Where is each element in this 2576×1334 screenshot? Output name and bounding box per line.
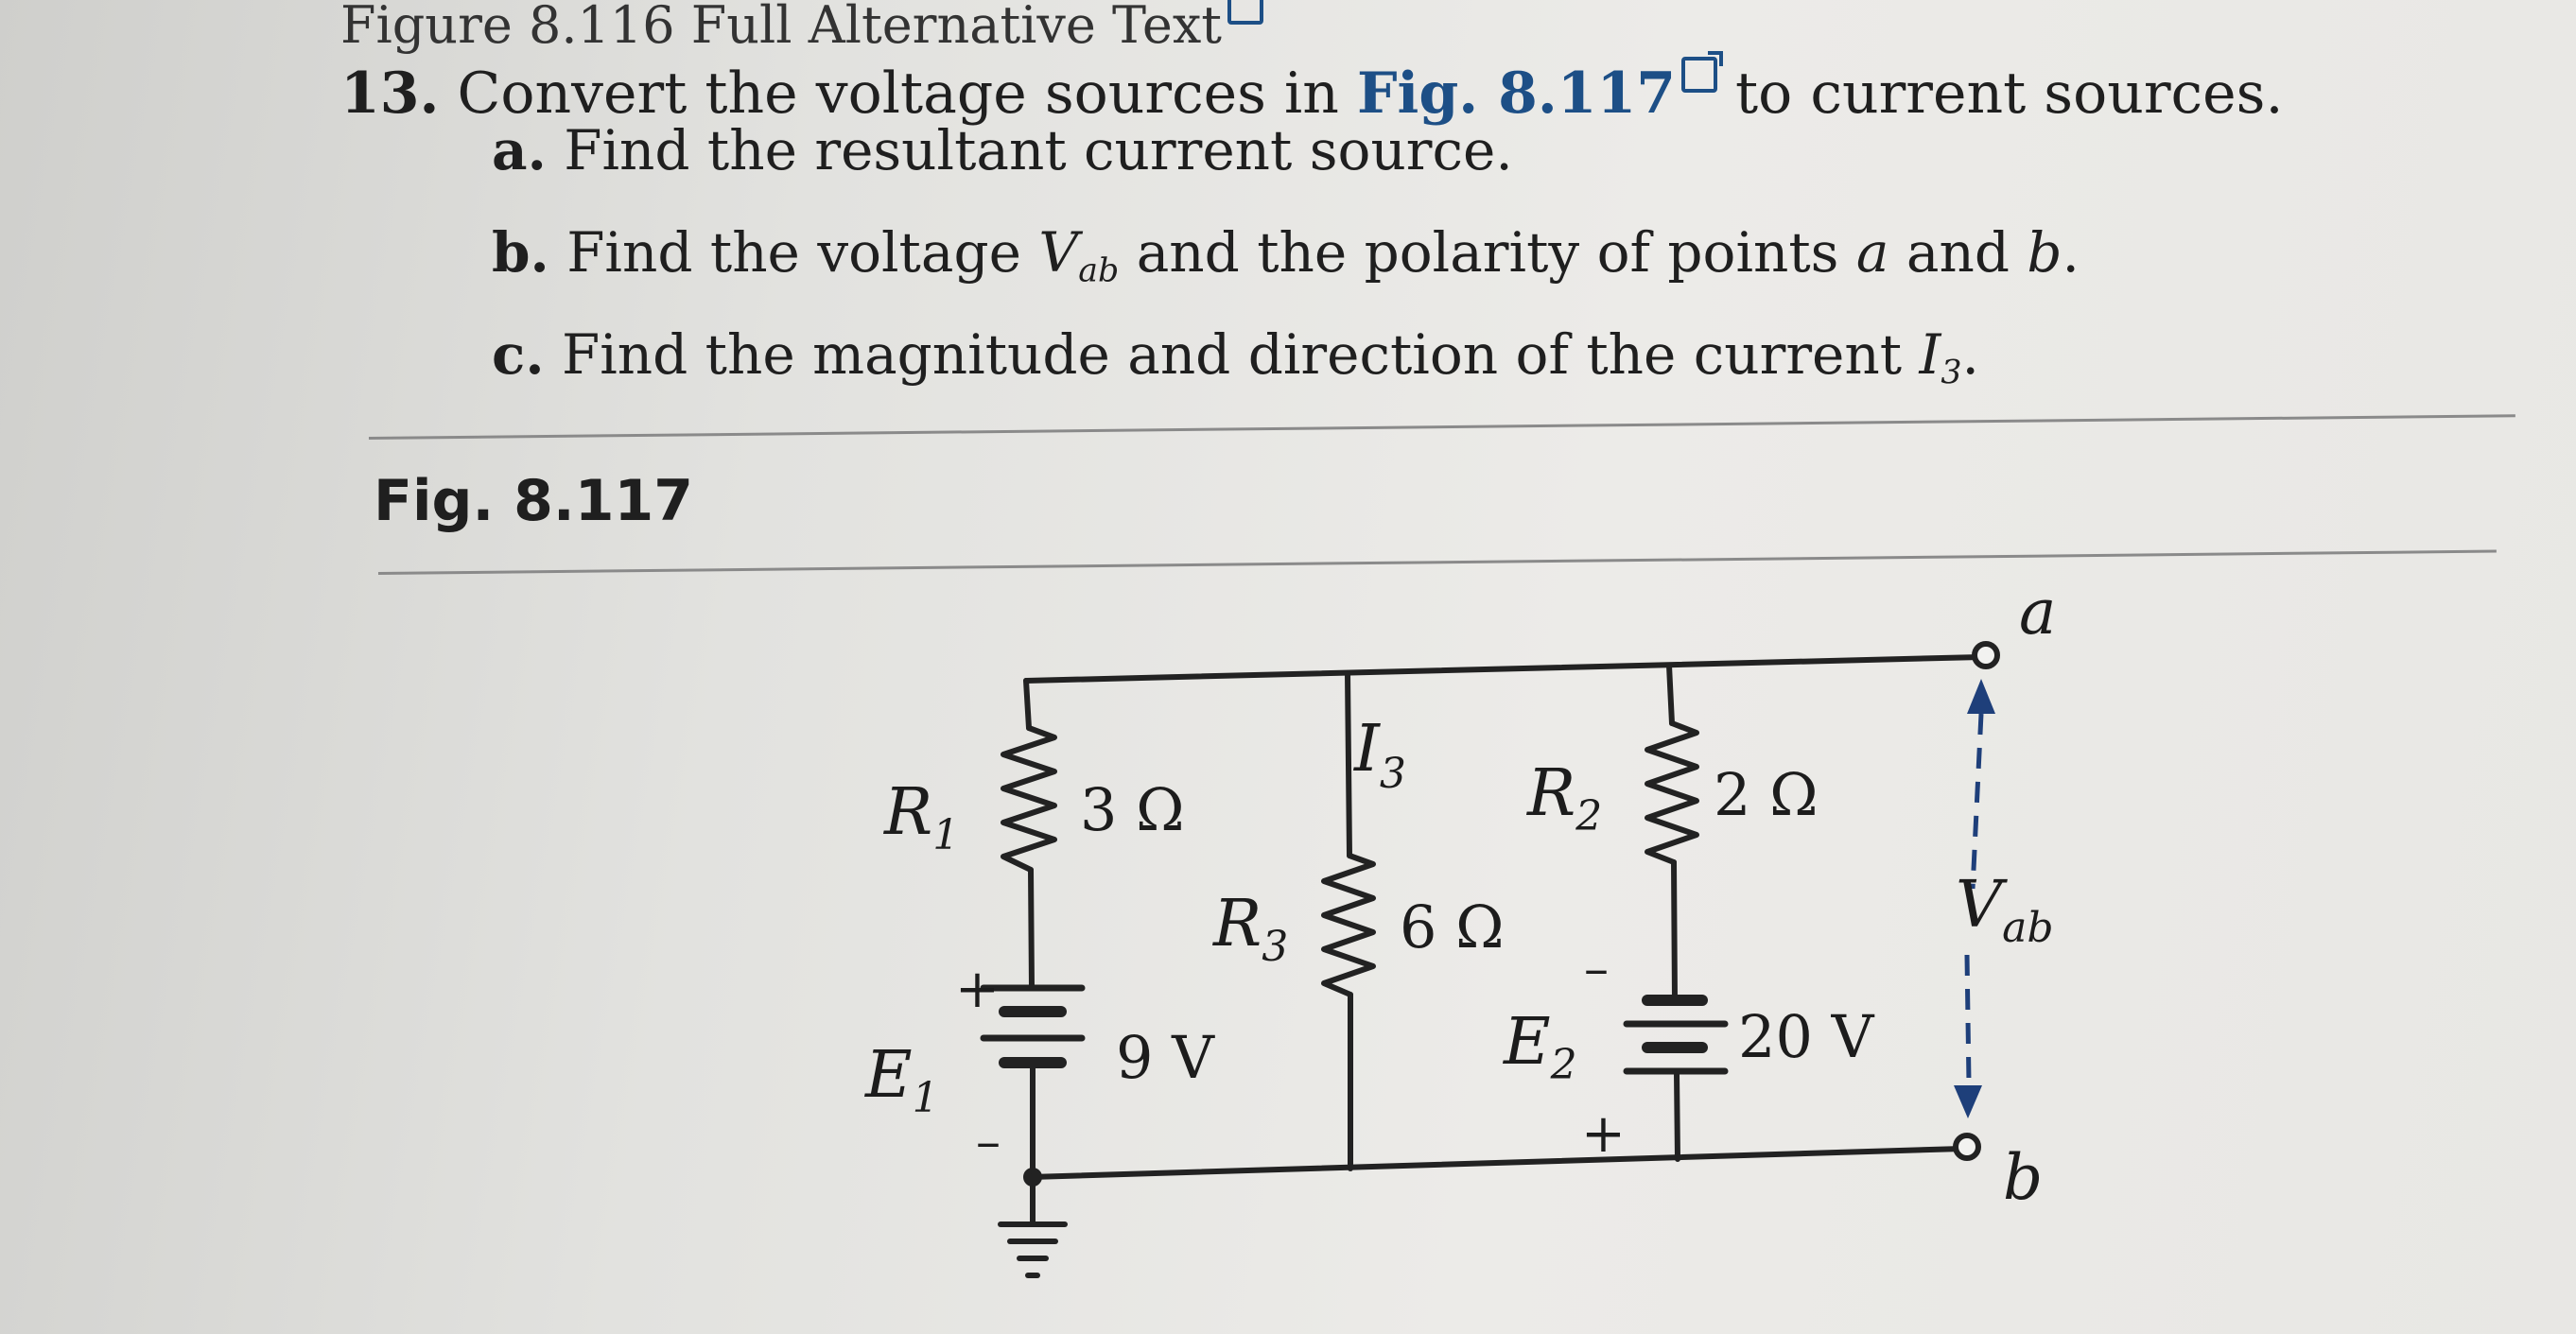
part-a: a. Find the resultant current source. xyxy=(492,118,1513,182)
resistor-r1 xyxy=(1001,725,1057,873)
e2-plus-sign: + xyxy=(1581,1103,1626,1165)
e1-minus-sign: – xyxy=(976,1114,1001,1170)
resistor-r2[interactable] xyxy=(1645,720,1699,865)
e1-plus-sign: + xyxy=(955,959,1000,1020)
battery-e2 xyxy=(1623,995,1729,1075)
resistor-r3[interactable] xyxy=(1321,853,1376,997)
e2-value: 20 V xyxy=(1738,1002,1875,1071)
e1-value: 9 V xyxy=(1116,1023,1215,1092)
battery-e1 xyxy=(980,984,1086,1068)
arrow-down-icon xyxy=(1954,1085,1982,1118)
ground-icon xyxy=(998,1168,1068,1278)
figure-link[interactable]: Fig. 8.117 xyxy=(1356,61,1676,127)
r1-label: R1 xyxy=(882,775,959,859)
branch-r1-e1 xyxy=(1001,678,1057,1180)
part-c: c. Find the magnitude and direction of t… xyxy=(492,322,1979,392)
node-a-label: a xyxy=(2019,576,2056,649)
r3-value: 6 Ω xyxy=(1400,892,1505,962)
node-b-label: b xyxy=(2003,1141,2043,1214)
vab-label: Vab xyxy=(1956,868,2054,952)
r3-label: R3 xyxy=(1211,887,1288,971)
external-link-icon[interactable] xyxy=(1680,51,1723,93)
problem-number: 13. xyxy=(340,61,440,127)
e1-label: E1 xyxy=(863,1038,939,1122)
terminal-b[interactable] xyxy=(1953,1133,1981,1161)
vab-indicator xyxy=(1954,679,1995,1118)
part-b: b. Find the voltage Vab and the polarity… xyxy=(492,220,2080,290)
e2-minus-sign: – xyxy=(1584,941,1609,997)
branch-r2-e2 xyxy=(1645,663,1699,1162)
e2-label: E2 xyxy=(1502,1005,1577,1089)
previous-figure-caption[interactable]: Figure 8.116 Full Alternative Text xyxy=(340,0,1263,51)
arrow-up-icon xyxy=(1967,679,1995,714)
bottom-wire xyxy=(1028,1146,1965,1180)
external-link-icon[interactable] xyxy=(1227,0,1263,25)
figure-title: Fig. 8.117 xyxy=(374,468,693,534)
branch-r3 xyxy=(1321,670,1376,1171)
i3-label: I3 xyxy=(1352,712,1406,798)
problem-statement: 13. Convert the voltage sources in Fig. … xyxy=(340,51,2284,122)
terminal-a[interactable] xyxy=(1972,641,2000,669)
r1-value: 3 Ω xyxy=(1080,775,1185,844)
top-wire xyxy=(1023,654,1984,684)
r2-label: R2 xyxy=(1525,756,1602,840)
r2-value: 2 Ω xyxy=(1714,760,1819,829)
